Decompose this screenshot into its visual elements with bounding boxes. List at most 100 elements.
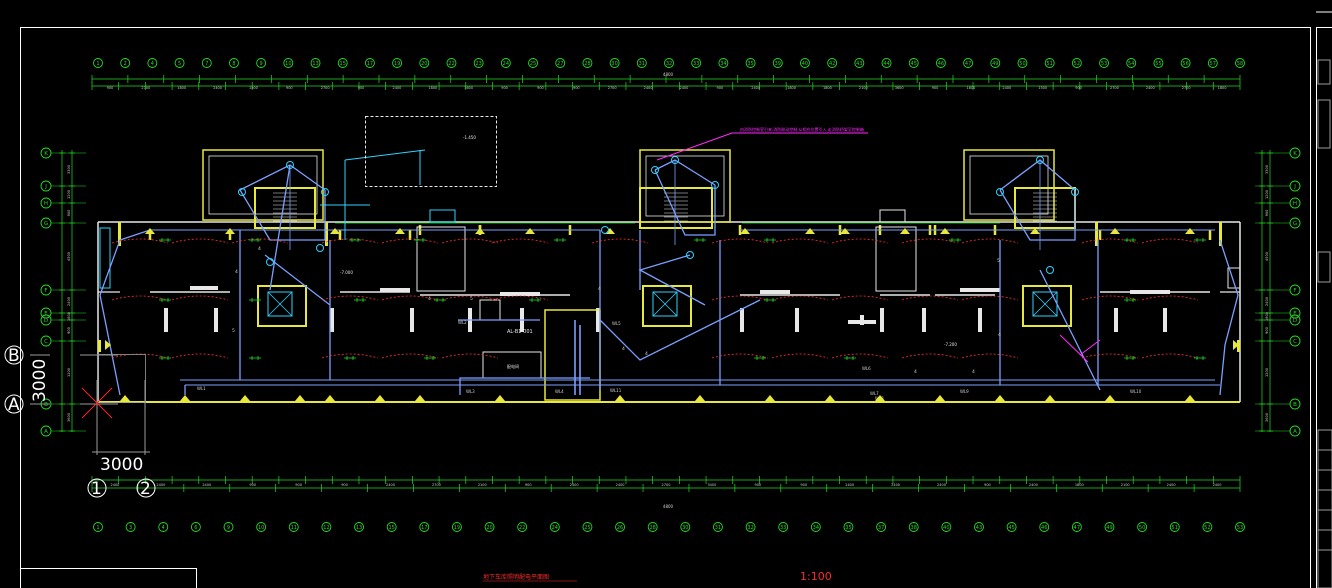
light-fixture	[495, 395, 505, 401]
wire-count: 5	[470, 296, 473, 302]
axis-label: 43	[976, 525, 982, 531]
wire-count: 4	[330, 328, 333, 334]
axis-bubble	[1006, 522, 1017, 532]
wall-lamp	[1124, 356, 1136, 360]
lighting-circuit	[599, 299, 761, 361]
wire-count: 5	[232, 328, 235, 334]
axis-label: 25	[584, 525, 590, 531]
light-fixture	[395, 228, 405, 234]
column	[214, 308, 218, 332]
axis-bubble	[1235, 522, 1245, 532]
axis-label: 47	[965, 61, 971, 67]
axis-label: 56	[1182, 61, 1188, 67]
circuit-label: WL2	[458, 320, 467, 325]
light-fixture	[875, 395, 885, 401]
light-arc	[1081, 353, 1139, 359]
stair-core	[963, 149, 1055, 221]
ucs-dim-vertical: 3000	[30, 359, 50, 402]
dimension-value: 2400	[1029, 483, 1038, 487]
axis-label: 5	[178, 61, 181, 67]
axis-label: 40	[802, 61, 808, 67]
axis-label: 47	[1074, 525, 1080, 531]
wall-solid	[98, 340, 101, 352]
lighting-circuit	[269, 164, 291, 291]
light-arc	[711, 353, 769, 359]
wall-lamp	[354, 298, 366, 302]
dimension-value: 900	[295, 483, 302, 487]
dimension-value: 1800	[1218, 86, 1227, 90]
column	[596, 308, 600, 332]
axis-label: 13	[312, 61, 318, 67]
drawing-border	[20, 27, 1311, 588]
dimension-value: 2400	[213, 86, 222, 90]
column	[880, 308, 884, 332]
lighting-circuit	[99, 229, 151, 296]
wire-count: 4	[258, 246, 261, 252]
axis-label: 32	[747, 525, 753, 531]
axis-label: 4	[151, 61, 154, 67]
light-arc	[1141, 238, 1199, 244]
row-axis-label: D	[44, 318, 48, 324]
axis-label: 31	[639, 61, 645, 67]
dimension-value: 900	[501, 86, 508, 90]
column	[922, 308, 926, 332]
dimension-value: 900	[286, 86, 293, 90]
dimension-value: 3400	[707, 483, 716, 487]
wall-lamp	[1124, 298, 1136, 302]
ucs-axis-a: A	[8, 395, 20, 415]
axis-bubble	[321, 522, 332, 532]
wire-count: 4	[645, 351, 648, 357]
dimension-value: 900	[67, 210, 71, 217]
magenta-annotations: 由消防控制室引来,消防联动控制,从相应位置引入,走消防桥架至控制箱	[656, 126, 1101, 363]
light-fixture	[740, 228, 750, 234]
axis-bubble	[827, 58, 838, 68]
dimension-value: 3600	[895, 86, 904, 90]
wire-count: 4	[972, 369, 975, 375]
elevator-car	[652, 291, 678, 317]
dimension-value: 1800	[823, 86, 832, 90]
wall-lamp	[249, 356, 261, 360]
light-fixture	[805, 228, 815, 234]
axis-bubble	[93, 522, 103, 532]
light-fixture	[1185, 395, 1195, 401]
row-axis-label: E	[44, 311, 48, 317]
wall-lamp	[554, 238, 566, 242]
light-arc	[231, 238, 289, 244]
dimension-value: 2400	[845, 483, 854, 487]
axis-bubble	[310, 58, 321, 68]
light-arc	[961, 353, 1019, 359]
light-arc	[441, 295, 499, 301]
axis-bubble	[772, 58, 783, 68]
light-fixture	[325, 395, 335, 401]
wall-lamp	[349, 238, 361, 242]
lighting-circuit	[999, 159, 1076, 191]
wall-lamp	[1194, 356, 1206, 360]
dimension-value: 3600	[1265, 413, 1269, 422]
riser	[1227, 267, 1241, 289]
axis-bubble	[636, 58, 647, 68]
stair-core-inner	[645, 155, 725, 217]
light-arc	[381, 353, 439, 359]
axis-label: 30	[682, 525, 688, 531]
wall-solid	[1237, 340, 1240, 352]
dimension-value: 1800	[177, 86, 186, 90]
light-fixture	[1110, 228, 1120, 234]
column	[740, 308, 744, 332]
title-block-frame	[1316, 27, 1332, 588]
axis-label: 17	[367, 61, 373, 67]
axis-bubble	[125, 522, 136, 532]
floor-plan	[97, 149, 1241, 403]
axis-bubble	[1235, 58, 1245, 68]
axis-label: 34	[813, 525, 819, 531]
light-fixture	[900, 228, 910, 234]
axis-bubble	[1153, 58, 1164, 68]
axis-bubble	[256, 58, 267, 68]
axis-label: 10	[258, 525, 264, 531]
ucs-axis-2: 2	[140, 479, 151, 499]
column	[164, 308, 168, 332]
axis-bubble	[800, 58, 810, 68]
axis-label: 40	[943, 525, 949, 531]
light-fixture	[240, 395, 250, 401]
box-label-1: 配电间	[507, 363, 519, 369]
